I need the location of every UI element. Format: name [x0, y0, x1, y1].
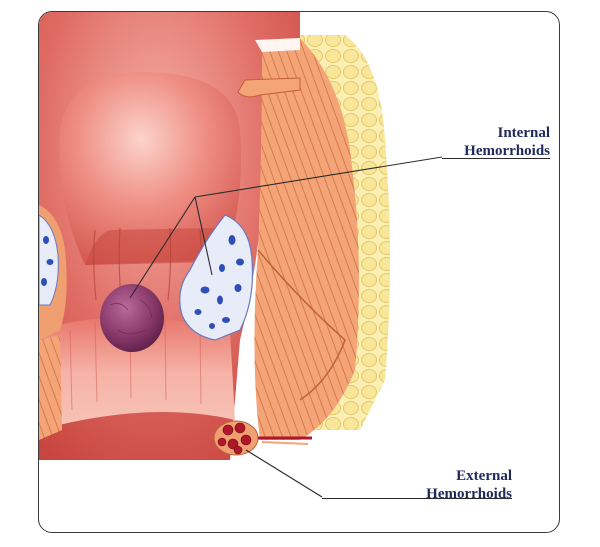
external-label-line2: Hemorrhoids	[426, 486, 512, 502]
anal-canal	[39, 317, 235, 430]
internal-hemorrhoid	[100, 284, 164, 352]
internal-label-line1: Internal	[497, 125, 551, 141]
internal-leader-to-right	[194, 196, 213, 276]
muscle-wall	[254, 38, 359, 440]
internal-label-line2: Hemorrhoids	[464, 143, 550, 159]
internal-leader-to-left	[129, 196, 196, 299]
external-leader	[245, 449, 323, 498]
internal-leader-to-label	[194, 156, 443, 198]
internal-hemorrhoids-label: Internal Hemorrhoids	[430, 124, 550, 160]
leader-lines	[129, 156, 443, 498]
external-label-line1: External	[456, 468, 512, 484]
rectal-dome	[59, 71, 242, 265]
internal-label-underline	[442, 158, 550, 160]
vein-plexus	[179, 214, 254, 341]
external-label-underline	[322, 498, 512, 500]
